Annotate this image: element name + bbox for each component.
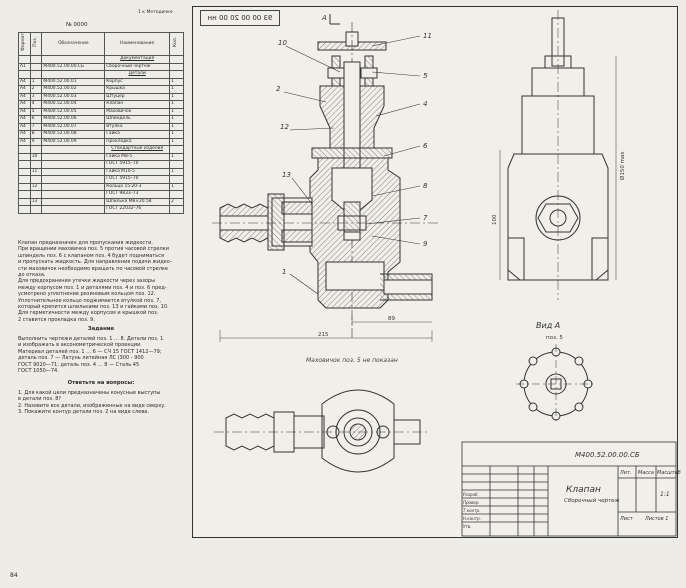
text-line: Для герметичности между корпусом и крышк…	[18, 310, 159, 317]
text-line: ГОСТ 9020—71; деталь поз. 4 … 8 — Сталь …	[18, 361, 140, 368]
text-line: и изображать в аксонометрической проекци…	[18, 342, 142, 349]
pos-7: 7	[423, 214, 428, 222]
text-line: усмотрено уплотнение резиновым кольцом п…	[18, 291, 156, 298]
page-number: 84	[10, 572, 18, 579]
tb-role-4: Н.контр.	[463, 516, 481, 521]
section-letter: А	[321, 14, 327, 22]
top-view	[214, 389, 430, 473]
text-line: Уплотнительное кольцо поджимается втулко…	[18, 297, 161, 304]
view-a-sub: поз. 5	[546, 335, 563, 341]
tb-role-3: Т.контр.	[463, 508, 480, 513]
text-line: 2 ставится прокладка поз. 9.	[18, 316, 95, 323]
drawing-sheet	[192, 6, 678, 538]
spec-header-row: Формат Поз. Обозначение Наименование Кол…	[18, 32, 184, 56]
pos-9: 9	[423, 240, 428, 248]
spec-row: ГОСТ 22032–76	[18, 205, 184, 214]
text-line: Материал деталей поз. 1 … 6 — СЧ 15 ГОСТ…	[18, 348, 162, 355]
pos-11: 11	[423, 32, 432, 40]
tb-role-5: Утв.	[463, 524, 471, 529]
position-numbers: 10 2 12 13 11 5 4 6 8 7 9 1 А	[276, 14, 432, 276]
pos-5: 5	[423, 72, 428, 80]
task-title: Задание	[87, 326, 115, 332]
drawing-subtitle: Сборочный чертеж	[564, 498, 620, 504]
pos-8: 8	[423, 182, 428, 190]
text-line: до отказа.	[18, 272, 46, 279]
pos-6: 6	[423, 142, 428, 150]
col-format: Формат	[18, 32, 31, 56]
text-line: 2. Назовите все детали, изображенные на …	[18, 402, 166, 409]
col-code: Обозначение	[41, 32, 106, 56]
tb-sheet: Лист	[619, 516, 634, 522]
questions-text: 1. Для какой цели предназначены конусные…	[18, 390, 184, 416]
tb-role-2: Провер.	[463, 500, 480, 505]
text-line: ГОСТ 1050—74.	[18, 368, 59, 375]
dim-height: Ø150 max	[619, 151, 626, 180]
questions-title: Ответьте на вопросы:	[67, 380, 135, 386]
tb-sheets: Листов 1	[644, 516, 668, 522]
text-line: сти маховичок необходимо вращать по часо…	[18, 265, 169, 272]
drawing-code: М400.52.00.00.СБ	[575, 451, 640, 459]
tb-role-1: Разраб.	[463, 492, 479, 497]
text-line: Клапан предназначен для пропускания жидк…	[18, 240, 153, 246]
footnote: Маховичок поз. 5 не показан	[306, 357, 398, 364]
front-section-view	[212, 14, 440, 340]
spec-cell-format	[18, 205, 31, 214]
task-number: № 0000	[66, 22, 88, 28]
specification-table: Формат Поз. Обозначение Наименование Кол…	[18, 32, 184, 214]
front-dimensions: 215 89	[219, 316, 433, 342]
text-line: Выполнить чертежи деталей поз. 1 … 8. Де…	[18, 336, 164, 342]
pos-1: 1	[282, 268, 286, 276]
description-text: Клапан предназначен для пропускания жидк…	[18, 240, 184, 323]
pos-2: 2	[276, 85, 281, 93]
dim-lower: 100	[492, 214, 498, 225]
drawing-name: Клапан	[566, 485, 601, 495]
text-line: Для предохранения утечки жидкости через …	[18, 278, 156, 285]
task-text: Выполнить чертежи деталей поз. 1 … 8. Де…	[18, 336, 184, 374]
left-page: 1 к Методичке № 0000 Формат Поз. Обознач…	[8, 4, 184, 579]
tb-mass: Масса	[638, 470, 654, 476]
tb-scale: 1:1	[660, 491, 670, 498]
pos-13: 13	[282, 171, 291, 179]
text-line: При вращении маховичка поз. 5 против час…	[18, 246, 169, 253]
title-block	[461, 441, 677, 537]
text-line: деталь поз. 7 — Латунь литейная ЛС (300 …	[18, 355, 144, 362]
text-line: в детали поз. 8?	[18, 396, 62, 403]
text-line: 3. Покажите контур детали поз. 2 на виде…	[18, 409, 149, 416]
pos-12: 12	[280, 123, 289, 131]
pos-10: 10	[278, 39, 287, 47]
spec-cell-name: ГОСТ 22032–76	[104, 205, 171, 214]
text-line: шпиндель поз. 6 с клапаном поз. 4 будет …	[18, 252, 164, 259]
tb-letter: Лит.	[619, 470, 632, 476]
handwheel-view	[516, 344, 596, 424]
svg-text:215: 215	[318, 332, 329, 338]
title-block-text: М400.52.00.00.СБ Клапан Сборочный чертеж…	[463, 451, 681, 529]
leader-lines	[283, 35, 421, 295]
text-line: который крепится шпильками поз. 13 и гай…	[18, 304, 169, 311]
pos-4: 4	[423, 100, 427, 108]
spec-cell-qty	[169, 205, 184, 214]
text-line: и пропускать жидкость. Для направления п…	[18, 259, 172, 266]
view-a-label: Вид А	[536, 321, 560, 330]
col-name: Наименование	[104, 32, 171, 56]
text-line: между корпусом поз. 1 и деталями поз. 4 …	[18, 284, 167, 291]
svg-text:89: 89	[388, 316, 395, 322]
tb-scale-label: Масштаб	[657, 470, 681, 476]
text-line: 1. Для какой цели предназначены конусные…	[18, 390, 161, 396]
col-qty: Кол.	[169, 32, 184, 56]
header-note: 1 к Методичке	[138, 10, 173, 15]
side-view	[499, 10, 617, 300]
